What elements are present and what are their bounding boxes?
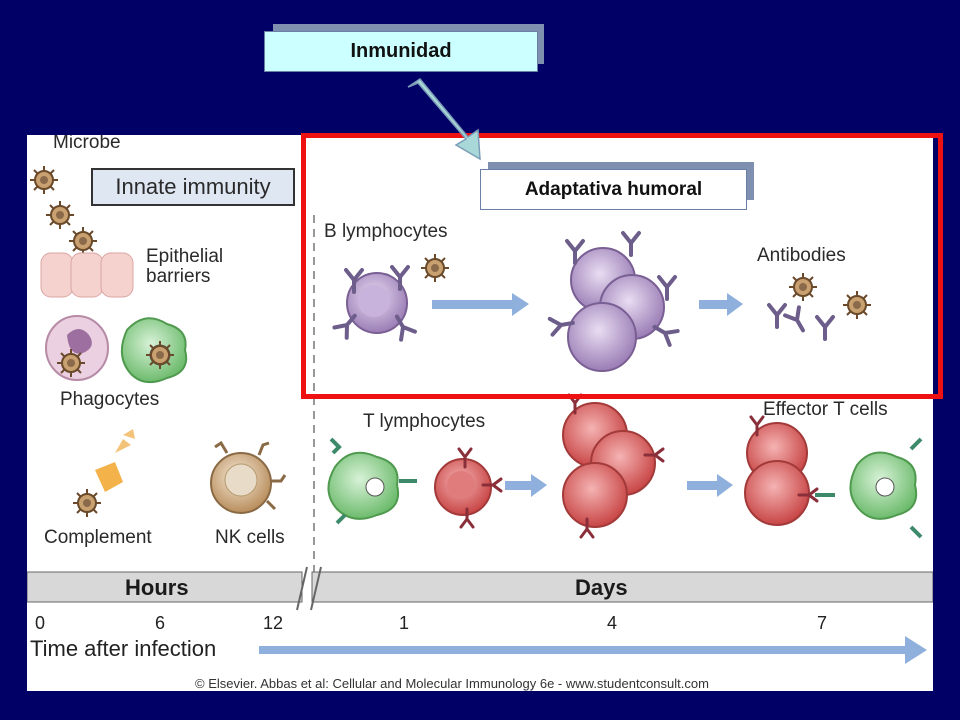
t-lymphocyte-icon: [434, 447, 503, 529]
tick-label: 7: [817, 613, 828, 633]
timeline-bar: [27, 566, 933, 611]
macrophage-icon: [120, 317, 188, 384]
neutrophil-icon: [45, 315, 109, 381]
antigen-presenting-cell-icon: [327, 437, 417, 525]
immune-response-figure: Microbe Innate immunity Epithelial barri…: [27, 135, 933, 691]
ingested-microbe-icon: [145, 340, 175, 370]
t-lymphocytes-label: T lymphocytes: [363, 411, 486, 432]
tick-label: 1: [399, 613, 410, 633]
hours-label: Hours: [125, 575, 189, 600]
arrow-icon: [687, 474, 733, 497]
effector-t-cells-icon: [744, 415, 923, 539]
b-lymphocyte-icon: [332, 253, 450, 342]
tick-label: 0: [35, 613, 46, 633]
epithelial-label-line1: Epithelial: [146, 246, 224, 267]
slide-title: Inmunidad: [264, 31, 538, 72]
title-callout: Inmunidad: [264, 24, 544, 72]
adaptive-humoral-highlight-frame: [301, 133, 943, 399]
b-cell-clonal-expansion-icon: [547, 231, 680, 372]
microbe-icon: [29, 165, 59, 195]
complement-label: Complement: [44, 527, 152, 548]
tick-label: 6: [155, 613, 166, 633]
epithelial-cells-icon: [40, 252, 134, 298]
effector-t-cells-label: Effector T cells: [763, 399, 888, 420]
time-axis-label: Time after infection: [30, 636, 217, 661]
subtitle-callout: Adaptativa humoral: [480, 162, 755, 210]
slide-subtitle: Adaptativa humoral: [480, 169, 747, 210]
nk-cell-icon: [210, 440, 287, 514]
arrow-icon: [432, 293, 529, 316]
figure-artwork: [27, 165, 933, 664]
days-label: Days: [575, 575, 628, 600]
time-arrow-icon: [259, 636, 927, 664]
phagocytes-label: Phagocytes: [60, 389, 160, 410]
copyright-text: © Elsevier. Abbas et al: Cellular and Mo…: [195, 676, 709, 691]
pointer-arrow-icon: [407, 78, 481, 161]
microbe-label: Microbe: [53, 135, 121, 153]
complement-icon: [72, 429, 135, 518]
ingested-microbe-icon: [56, 348, 86, 378]
innate-immunity-box: Innate immunity: [91, 168, 295, 206]
microbe-icon: [45, 200, 75, 230]
arrow-icon: [505, 474, 547, 497]
nk-cells-label: NK cells: [215, 527, 285, 548]
microbe-icon: [68, 226, 98, 256]
antibodies-label: Antibodies: [757, 245, 846, 266]
epithelial-label-line2: barriers: [146, 266, 211, 287]
microbe-icon: [72, 488, 102, 518]
tick-label: 12: [263, 613, 284, 633]
b-lymphocytes-label: B lymphocytes: [324, 221, 448, 242]
tick-label: 4: [607, 613, 618, 633]
arrow-icon: [699, 293, 743, 316]
t-cell-clonal-expansion-icon: [562, 393, 665, 539]
